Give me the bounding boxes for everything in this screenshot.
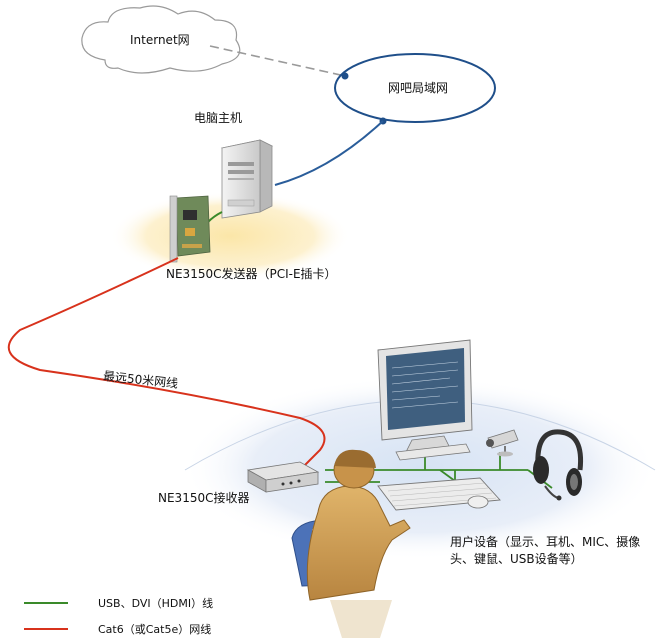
legend-label: Cat6（或Cat5e）网线 xyxy=(98,623,212,636)
legend-label: USB、DVI（HDMI）线 xyxy=(98,597,214,610)
headset-icon xyxy=(533,429,584,501)
host-label: 电脑主机 xyxy=(194,111,243,125)
cloud-icon xyxy=(81,5,241,74)
receiver-label: NE3150C接收器 xyxy=(158,491,250,505)
legend-item-cat6: Cat6（或Cat5e）网线 xyxy=(98,621,211,637)
lan-to-host-link xyxy=(274,120,384,186)
user-devices-label: 用户设备（显示、耳机、MIC、摄像头、键鼠、USB设备等） xyxy=(450,535,641,566)
pcie-card-icon xyxy=(169,195,211,263)
transmitter-label: NE3150C发送器（PCI-E插卡） xyxy=(166,267,337,281)
computer-host-icon xyxy=(220,139,274,219)
user-figure-icon xyxy=(291,449,411,638)
network-cable xyxy=(7,257,326,471)
internet-label: Internet网 xyxy=(130,33,190,47)
lan-node-dot xyxy=(341,72,349,80)
user-area-glow xyxy=(182,376,658,560)
lan-ellipse xyxy=(334,53,496,123)
webcam-icon xyxy=(486,429,519,457)
legend-item-usb: USB、DVI（HDMI）线 xyxy=(98,595,213,611)
receiver-icon xyxy=(246,461,320,493)
lan-label: 网吧局域网 xyxy=(388,81,449,95)
monitor-icon xyxy=(377,339,473,461)
internet-link xyxy=(209,45,346,77)
mouse-icon xyxy=(467,495,489,509)
